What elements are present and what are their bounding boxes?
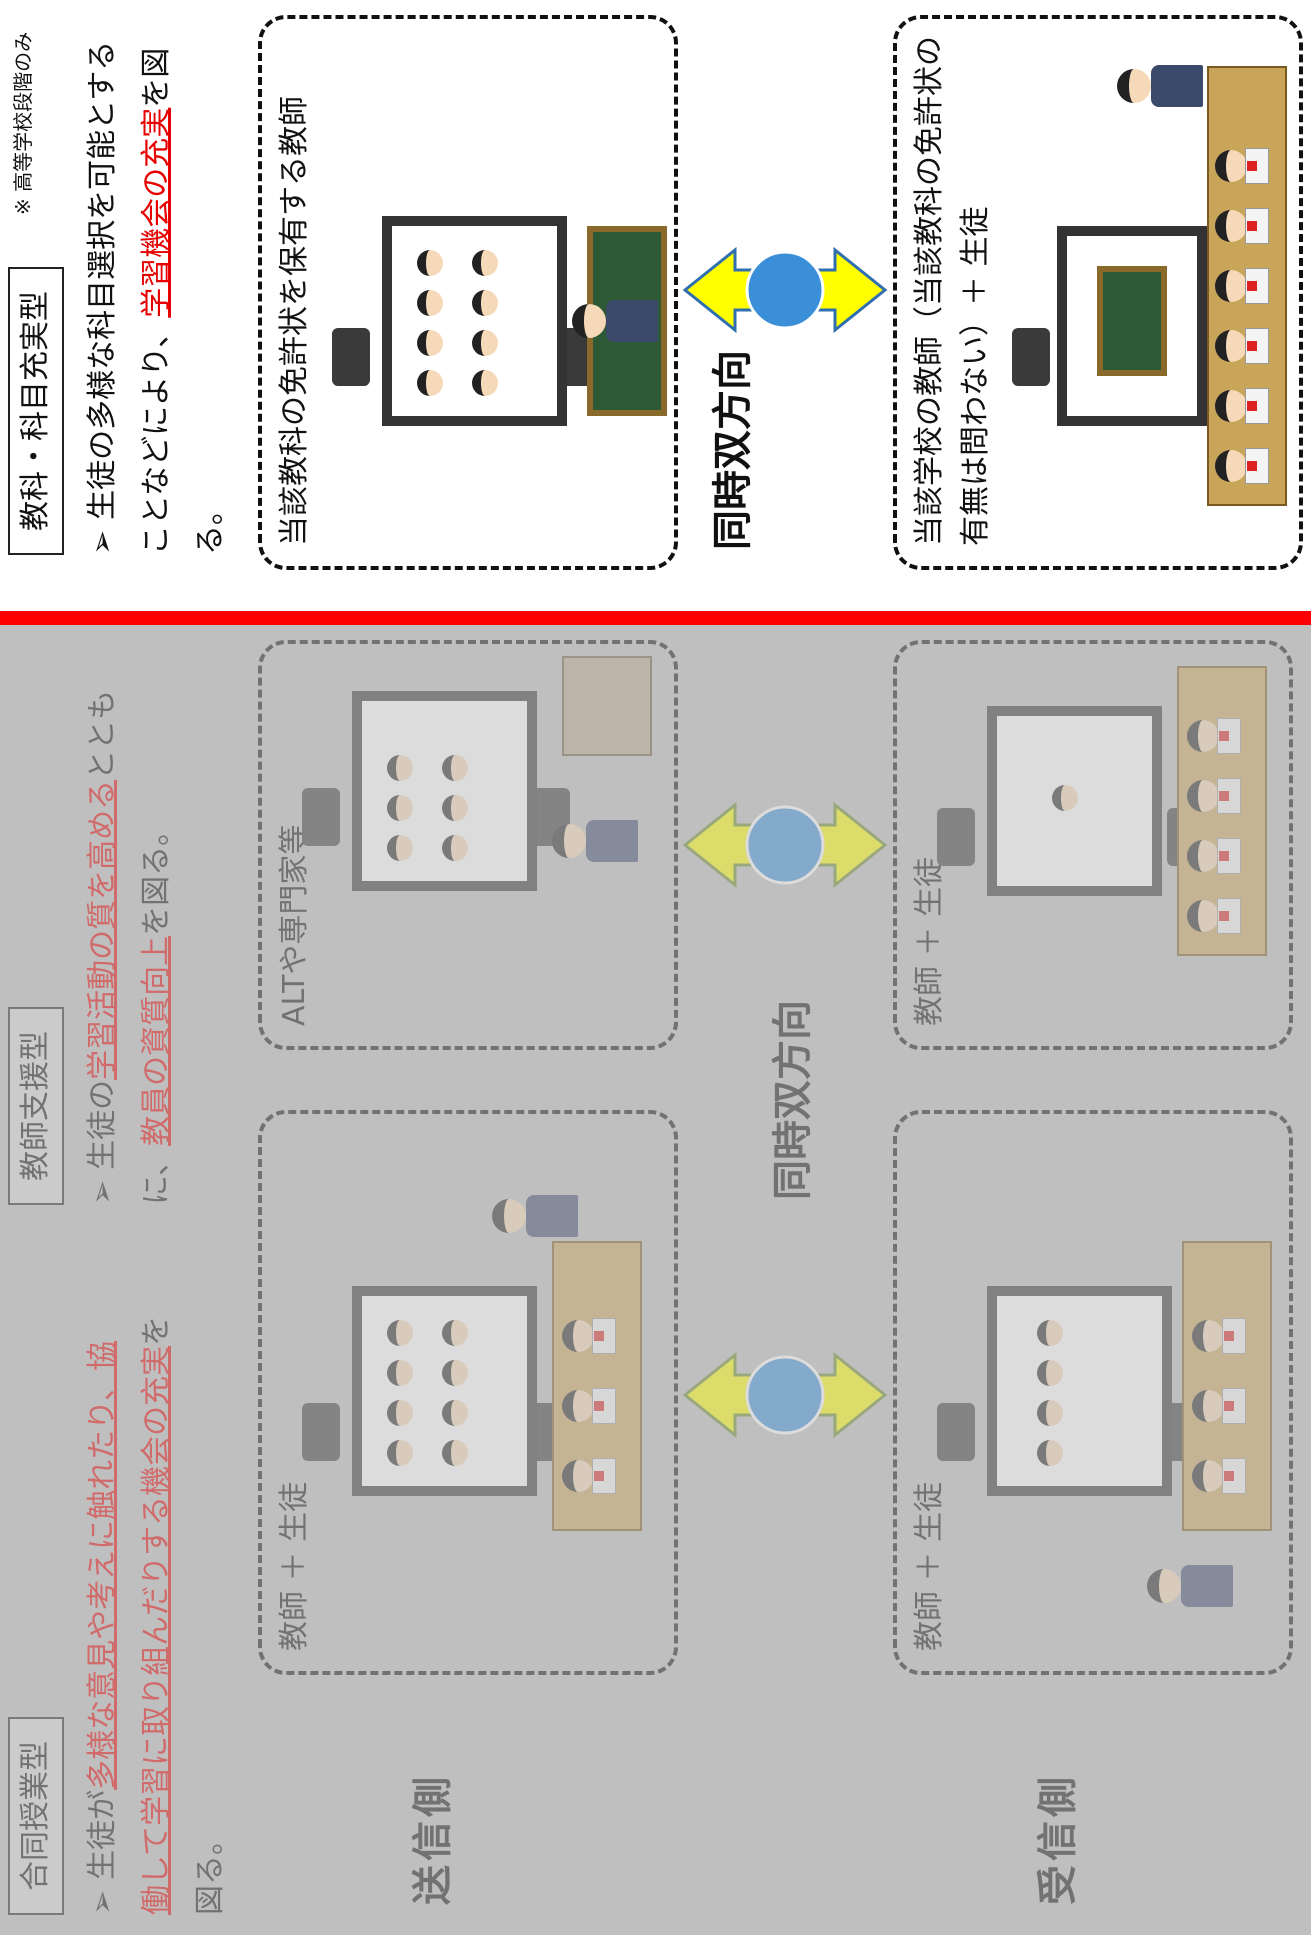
globe-icon	[745, 1355, 825, 1435]
globe-icon	[745, 250, 825, 330]
support-sync-connector	[682, 801, 888, 889]
globe-icon	[745, 805, 825, 885]
joint-recv-box: 教師 ＋ 生徒	[893, 1110, 1293, 1675]
speaker-icon	[332, 328, 370, 386]
student-icon	[1215, 266, 1269, 306]
divider-line	[0, 611, 1311, 625]
school-building-icon	[562, 656, 652, 756]
monitor-icon	[1057, 226, 1207, 426]
student-icon	[1187, 716, 1241, 756]
speaker-icon	[302, 1403, 340, 1461]
sync-label: 同時双方向	[710, 350, 756, 550]
joint-recv-label: 教師 ＋ 生徒	[912, 1481, 947, 1651]
subject-highlight-text: 学習機会の充実	[139, 107, 174, 318]
joint-send-box: 教師 ＋ 生徒	[258, 1110, 678, 1675]
student-icon	[1215, 326, 1269, 366]
student-icon	[1192, 1456, 1246, 1496]
subject-send-label: 当該教科の免許状を保有する教師	[277, 96, 312, 546]
sync-label-faded: 同時双方向	[770, 1000, 816, 1200]
student-icon	[1187, 776, 1241, 816]
student-icon	[1192, 1316, 1246, 1356]
speaker-icon	[937, 808, 975, 866]
joint-sync-connector	[682, 1351, 888, 1439]
support-send-box: ALTや専門家等	[258, 640, 678, 1050]
student-icon	[1215, 146, 1269, 186]
bullet-arrow-icon: ➢	[85, 529, 120, 555]
bullet-arrow-icon: ➢	[85, 1889, 120, 1915]
subject-sync-connector	[682, 246, 888, 334]
joint-type-tag: 合同授業型	[8, 1717, 64, 1915]
support-type-tag: 教師支援型	[8, 1007, 64, 1205]
subject-recv-box: 当該学校の教師（当該教科の免許状の有無は問わない）＋ 生徒	[893, 15, 1303, 570]
monitor-icon	[352, 691, 537, 891]
subject-send-box: 当該教科の免許状を保有する教師	[258, 15, 678, 570]
speaker-icon	[302, 788, 340, 846]
joint-send-label: 教師 ＋ 生徒	[277, 1481, 312, 1651]
student-icon	[1192, 1386, 1246, 1426]
student-icon	[1215, 446, 1269, 486]
subject-type-tag: 教科・科目充実型	[8, 267, 64, 555]
student-icon	[1215, 386, 1269, 426]
send-side-label: 送信側	[410, 1773, 456, 1905]
support-recv-box: 教師 ＋ 生徒	[893, 640, 1293, 1050]
bullet-arrow-icon: ➢	[85, 1179, 120, 1205]
monitor-icon	[352, 1286, 537, 1496]
monitor-icon	[987, 706, 1162, 896]
monitor-icon	[382, 216, 567, 426]
support-type-description: ➢生徒の学習活動の質を高めるとともに、教員の資質向上を図る。	[76, 645, 184, 1205]
support-recv-label: 教師 ＋ 生徒	[912, 856, 947, 1026]
recv-side-label: 受信側	[1035, 1773, 1081, 1905]
speaker-icon	[937, 1403, 975, 1461]
subject-recv-label: 当該学校の教師（当該教科の免許状の有無は問わない）＋ 生徒	[912, 36, 993, 546]
student-icon	[562, 1316, 616, 1356]
support-send-label: ALTや専門家等	[277, 824, 312, 1026]
student-icon	[1187, 896, 1241, 936]
monitor-icon	[987, 1286, 1172, 1496]
joint-type-description: ➢生徒が多様な意見や考えに触れたり、協働して学習に取り組んだりする機会の充実を図…	[76, 1315, 238, 1915]
student-icon	[562, 1456, 616, 1496]
student-icon	[1215, 206, 1269, 246]
subject-type-description: ➢生徒の多様な科目選択を可能とすることなどにより、学習機会の充実を図る。	[76, 15, 238, 555]
student-icon	[1187, 836, 1241, 876]
student-icon	[562, 1386, 616, 1426]
speaker-icon	[1012, 328, 1050, 386]
high-school-only-note: ※ 高等学校段階のみ	[11, 31, 35, 215]
